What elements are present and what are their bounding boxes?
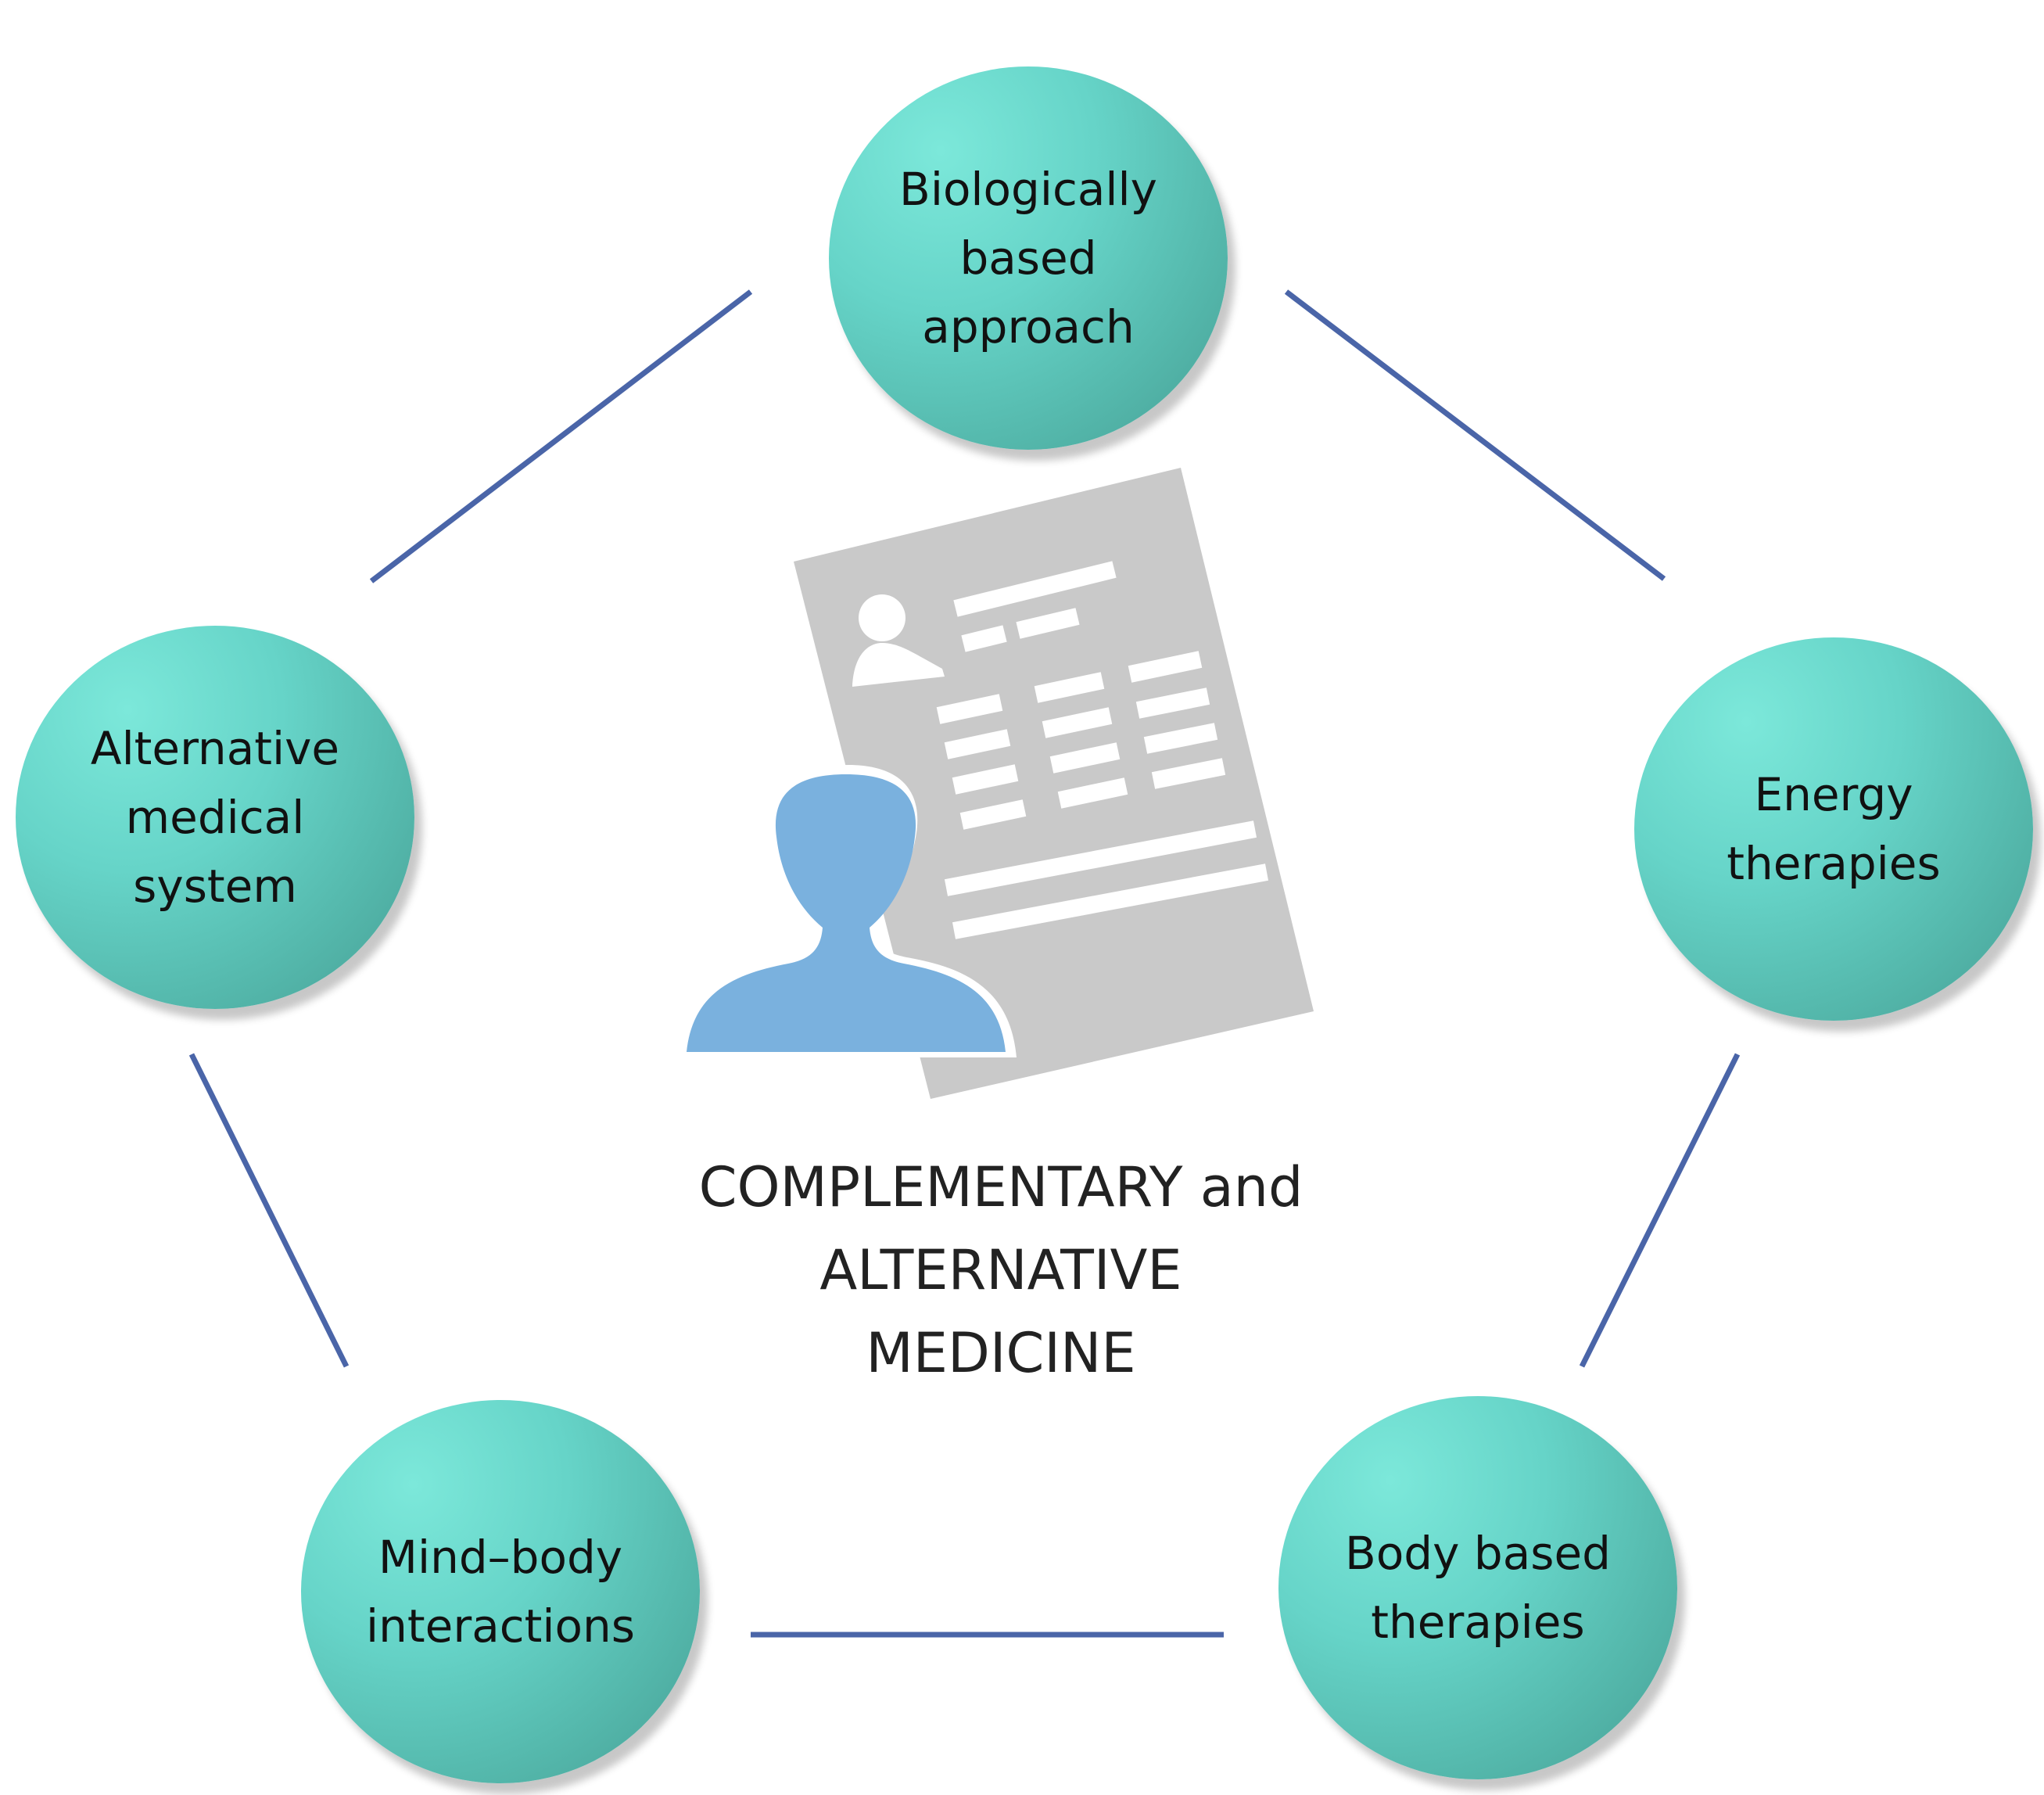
node-label: Mind–body interactions	[366, 1531, 635, 1653]
connector-line	[1579, 1053, 1741, 1368]
node-alternative-medical-system: Alternative medical system	[16, 626, 414, 1009]
node-body-based-therapies: Body based therapies	[1278, 1396, 1677, 1779]
node-label: Body based therapies	[1345, 1527, 1611, 1649]
node-mind-body-interactions: Mind–body interactions	[301, 1400, 700, 1783]
connector-line	[369, 289, 753, 583]
document-icon	[794, 468, 1314, 1099]
connector-line	[188, 1053, 350, 1368]
node-biologically-based-approach: Biologically based approach	[829, 66, 1228, 450]
node-label: Biologically based approach	[899, 163, 1157, 354]
connector-line	[1284, 289, 1666, 581]
node-label: Energy therapies	[1727, 768, 1941, 890]
center-title: COMPLEMENTARY and ALTERNATIVE MEDICINE	[698, 1155, 1303, 1385]
person-silhouette-icon	[680, 765, 1017, 1057]
node-energy-therapies: Energy therapies	[1634, 637, 2033, 1021]
node-label: Alternative medical system	[90, 722, 340, 913]
